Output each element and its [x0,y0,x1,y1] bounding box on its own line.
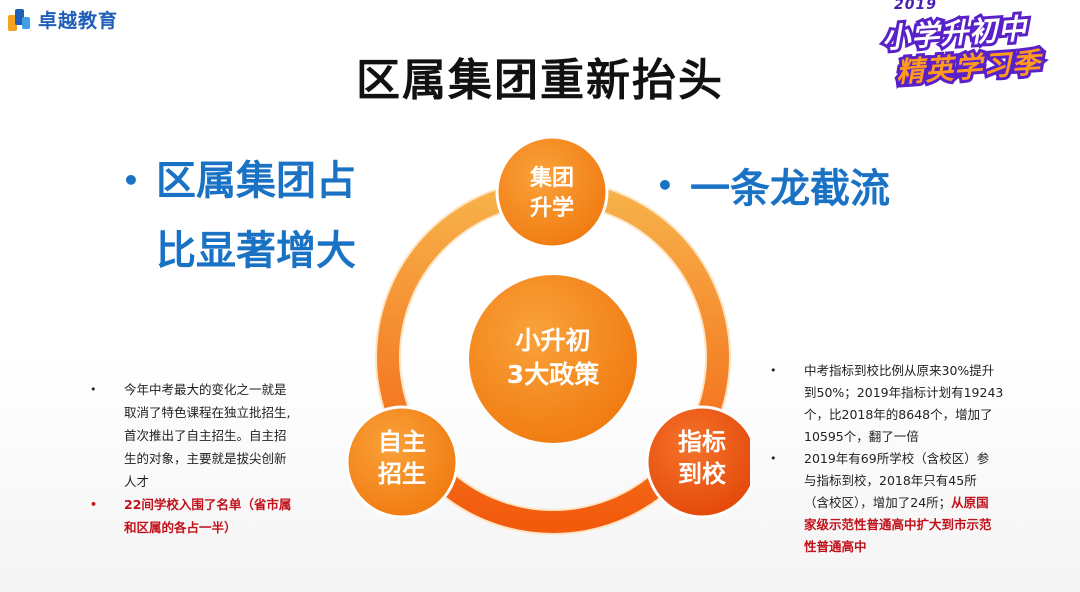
right-line2: 到校 [678,460,726,489]
bullet-dot: • [90,498,98,511]
center-node [469,275,637,443]
bullet-dot: • [90,383,97,396]
note-line: 10595个，翻了一倍 [804,429,919,444]
bullet-dot: • [770,452,777,465]
note-line: （含校区），增加了24所；从原国 [804,492,992,514]
top-node [495,135,609,249]
event-badge: 2019 小学升初中 精英学习季 [872,0,1062,92]
page-title: 区属集团重新抬头 [356,55,724,106]
badge-year: 2019 [894,0,937,13]
note-line: 首次推出了自主招生。自主招 [124,428,287,443]
right-node-label: 指标 到校 [647,426,757,491]
note-text: （含校区），增加了24所； [804,495,952,510]
note-line: 今年中考最大的变化之一就是 [124,382,287,397]
cycle-ring [345,135,759,535]
top-line1: 集团 [529,166,574,191]
note-line: 22间学校入围了名单（省市属 [124,497,292,512]
left-node-label: 自主 招生 [347,426,457,491]
brand-logo[interactable]: 卓越教育 [6,6,118,33]
list-item-highlight: • 22间学校入围了名单（省市属 和区属的各占一半） [90,493,330,539]
right-notes: • 中考指标到校比例从原来30%提升 到50%；2019年指标计划有19243 … [770,360,1006,558]
list-item: • 2019年有69所学校（含校区）参 与指标到校，2018年只有45所 （含校… [770,448,1006,558]
bullet-dot: • [122,164,140,197]
note-line: 个，比2018年的8648个，增加了 [804,407,993,422]
note-text-highlight: 从原国 [951,495,989,510]
note-line: 人才 [124,474,150,489]
note-line: 中考指标到校比例从原来30%提升 [804,363,995,378]
list-item: • 今年中考最大的变化之一就是 取消了特色课程在独立批招生, 首次推出了自主招生… [90,378,330,493]
center-node-label: 小升初 3大政策 [469,324,637,392]
note-line-highlight: 性普通高中 [804,539,867,554]
center-line2: 3大政策 [506,359,600,389]
left-node [345,405,459,519]
note-line-highlight: 家级示范性普通高中扩大到市示范 [804,517,992,532]
left-notes: • 今年中考最大的变化之一就是 取消了特色课程在独立批招生, 首次推出了自主招生… [90,378,330,539]
note-line: 与指标到校，2018年只有45所 [804,473,977,488]
note-line: 取消了特色课程在独立批招生, [124,405,291,420]
note-line: 2019年有69所学校（含校区）参 [804,451,990,466]
left-line2: 招生 [378,460,426,489]
left-heading-line1: 区属集团占 [156,158,356,204]
left-heading: • 区属集团占 比显著增大 [122,146,356,286]
brand-mark-icon [8,8,30,31]
right-heading-text: 一条龙截流 [690,166,890,212]
note-line: 和区属的各占一半） [124,520,237,535]
policy-cycle-diagram: 小升初 3大政策 集团 升学 自主 招生 指标 到校 [330,130,759,570]
right-line1: 指标 [678,428,726,456]
note-line: 到50%；2019年指标计划有19243 [804,385,1004,400]
list-item: • 中考指标到校比例从原来30%提升 到50%；2019年指标计划有19243 … [770,360,1006,448]
bullet-dot: • [770,364,777,377]
center-line1: 小升初 [515,326,591,355]
note-line: 生的对象，主要就是拔尖创新 [124,451,287,466]
top-node-label: 集团 升学 [497,164,607,223]
brand-name: 卓越教育 [38,10,119,32]
bullet-dot: • [656,168,674,202]
left-heading-line2: 比显著增大 [156,228,356,274]
right-heading: • 一条龙截流 [656,156,890,214]
left-line1: 自主 [378,428,426,456]
top-line2: 升学 [529,195,574,221]
